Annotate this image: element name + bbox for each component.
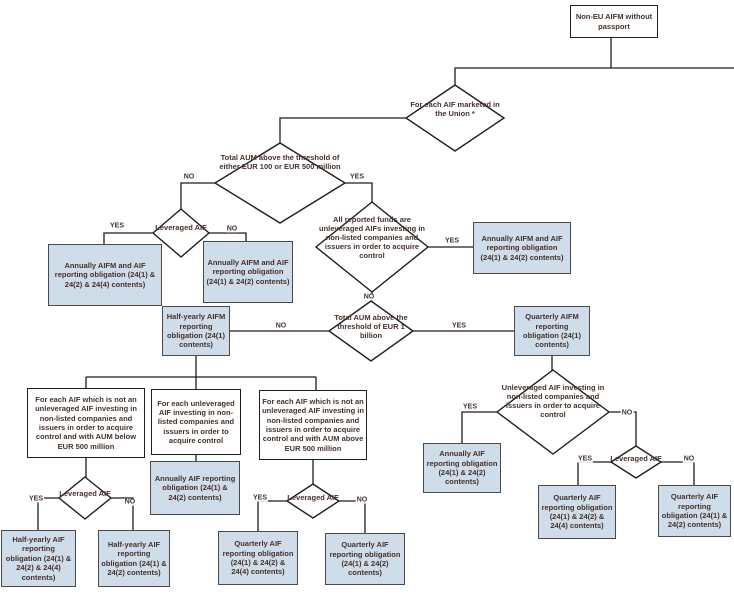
- connector-line: [345, 182, 373, 203]
- connector-line: [279, 117, 406, 144]
- connector-line: [37, 497, 59, 531]
- edge-label-yes-leveraged-3: YES: [251, 494, 269, 502]
- decision-all-unleveraged-diamond: [314, 201, 430, 293]
- decision-leveraged-2-diamond: [57, 476, 113, 520]
- connector-line: [461, 411, 497, 444]
- edge-label-no-leveraged-1: NO: [225, 225, 239, 233]
- node-annually-aif-right: Annually AIF reporting obligation (24(1)…: [423, 443, 501, 493]
- decision-unleveraged-right-diamond: [495, 369, 611, 455]
- decision-leveraged-4-diamond: [609, 445, 663, 479]
- node-annually-aifm-aif-244: Annually AIFM and AIF reporting obligati…: [48, 244, 162, 306]
- connector-line: [454, 67, 734, 86]
- decision-leveraged-3-label: Leveraged AIF: [287, 493, 339, 502]
- edge-label-yes-all-unleveraged: YES: [443, 237, 461, 245]
- decision-aum-threshold-diamond: [213, 142, 347, 224]
- edge-label-yes-aum-threshold: YES: [348, 173, 366, 181]
- decision-marketed-label: For each AIF marketed in the Union *: [410, 100, 500, 118]
- connector-line: [661, 461, 695, 486]
- edge-label-yes-aum-1bn: YES: [450, 322, 468, 330]
- node-cond-aum-below: For each AIF which is not an unleveraged…: [27, 388, 145, 458]
- connector-line: [339, 500, 366, 534]
- node-quarterly-aifm: Quarterly AIFM reporting obligation (24(…: [514, 306, 590, 356]
- edge-label-yes-leveraged-1: YES: [108, 222, 126, 230]
- node-cond-aum-above: For each AIF which is not an unleveraged…: [259, 390, 367, 460]
- node-annually-aifm-aif-242-left: Annually AIFM and AIF reporting obligati…: [203, 241, 293, 303]
- edge-label-no-leveraged-3: NO: [355, 496, 369, 504]
- edge-label-no-all-unleveraged: NO: [362, 293, 376, 301]
- connector-line: [257, 500, 287, 532]
- node-cond-unleveraged: For each unleveraged AIF investing in no…: [151, 389, 241, 455]
- node-halfyearly-aif-242: Half-yearly AIF reporting obligation (24…: [98, 530, 170, 587]
- connector-line: [577, 461, 611, 486]
- decision-leveraged-3-diamond: [285, 483, 341, 519]
- connector-line: [609, 411, 637, 447]
- node-quarterly-aif-242-right: Quarterly AIF reporting obligation (24(1…: [658, 485, 731, 537]
- edge-label-yes-leveraged-4: YES: [576, 455, 594, 463]
- connector-line: [103, 232, 153, 245]
- decision-leveraged-1-diamond: [151, 208, 211, 258]
- edge-label-no-leveraged-2: NO: [123, 498, 137, 506]
- decision-aum-1bn-diamond: [327, 300, 415, 362]
- connector-line: [111, 497, 134, 531]
- edge-label-no-aum-threshold: NO: [182, 173, 196, 181]
- node-non-eu-aifm: Non-EU AIFM without passport: [570, 5, 658, 38]
- decision-unleveraged-right-label: Unleveraged AIF investing in non-listed …: [501, 383, 605, 419]
- decision-leveraged-4-label: Leveraged AIF: [610, 454, 662, 463]
- decision-leveraged-2-label: Leveraged AIF: [59, 489, 111, 498]
- decision-aum-1bn-label: Total AUM above the threshold of EUR 1 b…: [334, 313, 408, 340]
- node-halfyearly-aif-244: Half-yearly AIF reporting obligation (24…: [1, 530, 76, 587]
- edge-label-no-leveraged-4: NO: [682, 455, 696, 463]
- edge-label-yes-unleveraged-right: YES: [461, 403, 479, 411]
- edge-label-no-unleveraged-right: NO: [620, 409, 634, 417]
- node-quarterly-aif-244-mid: Quarterly AIF reporting obligation (24(1…: [218, 531, 298, 585]
- decision-marketed-diamond: [404, 84, 506, 152]
- decision-leveraged-1-label: Leveraged AIF: [155, 223, 207, 232]
- node-quarterly-aif-244-right: Quarterly AIF reporting obligation (24(1…: [538, 485, 616, 539]
- decision-aum-threshold-label: Total AUM above the threshold of either …: [219, 153, 341, 171]
- node-annually-aif-mid: Annually AIF reporting obligation (24(1)…: [150, 461, 240, 515]
- node-quarterly-aif-242-mid: Quarterly AIF reporting obligation (24(1…: [325, 533, 405, 585]
- edge-label-no-aum-1bn: NO: [274, 322, 288, 330]
- connector-line: [180, 182, 215, 210]
- node-annually-aifm-aif-242-right: Annually AIFM and AIF reporting obligati…: [473, 222, 571, 274]
- node-halfyearly-aifm: Half-yearly AIFM reporting obligation (2…: [162, 306, 230, 356]
- edge-label-yes-leveraged-2: YES: [27, 495, 45, 503]
- connector-line: [209, 232, 247, 243]
- decision-all-unleveraged-label: All reported funds are unleveraged AIFs …: [319, 215, 425, 260]
